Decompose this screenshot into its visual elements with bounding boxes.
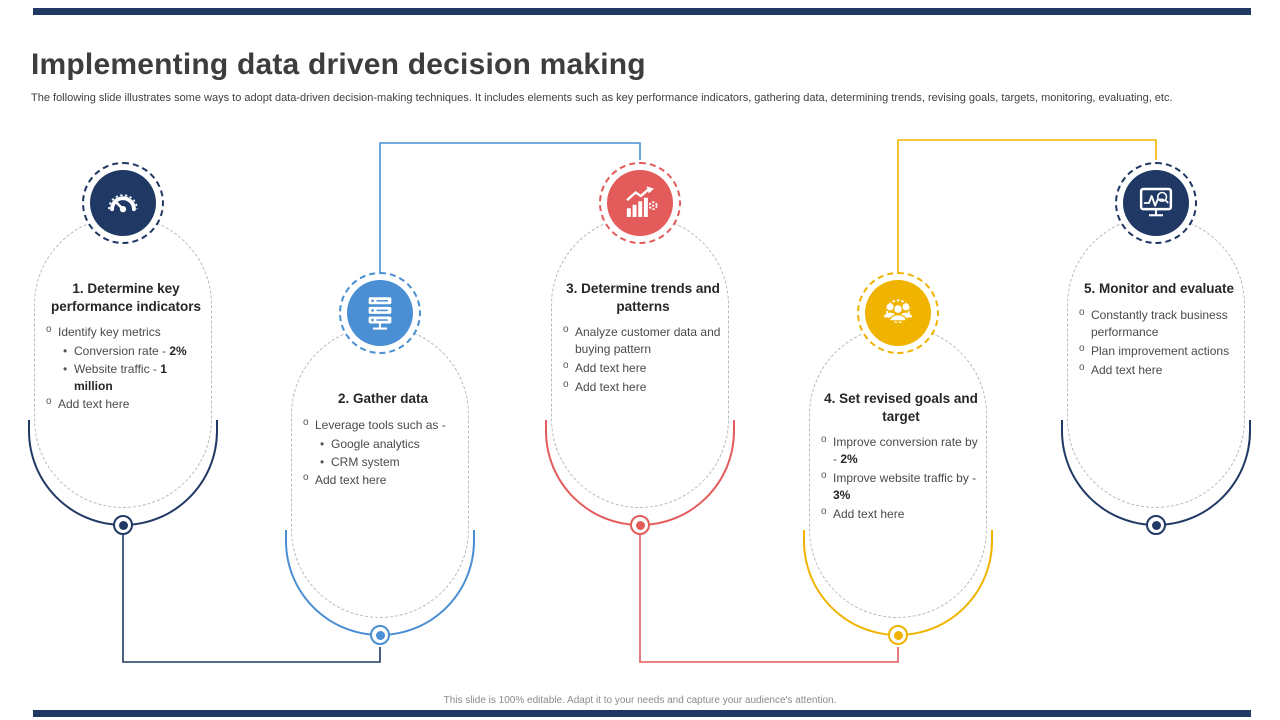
server-icon [347, 280, 413, 346]
bullet-item: Add text here [562, 378, 724, 396]
gauge-icon [90, 170, 156, 236]
bullet-text: CRM system [331, 454, 400, 469]
bullet-text: Improve conversion rate by - [833, 435, 978, 467]
bullet-item: Conversion rate - 2% [62, 343, 207, 360]
bullet-item: Add text here [45, 395, 207, 413]
bullet-item: Leverage tools such as - [302, 416, 464, 434]
bullet-item: Add text here [562, 359, 724, 377]
card-title: 1. Determine key performance indicators [50, 281, 202, 314]
timeline-node-dot [630, 515, 650, 535]
bullet-item: Identify key metrics [45, 323, 207, 341]
bullet-item: Website traffic - 1 million [62, 361, 207, 395]
bullet-bold-value: 1 million [74, 362, 167, 394]
card-bottom-arc [28, 420, 218, 526]
card-bottom-arc [1061, 420, 1251, 526]
bullet-list: Analyze customer data and buying pattern… [562, 323, 724, 396]
bullet-item: Improve conversion rate by - 2% [820, 433, 982, 468]
bullet-text: Analyze customer data and buying pattern [575, 325, 721, 357]
timeline-node-dot [888, 625, 908, 645]
card-monitor-evaluate: 5. Monitor and evaluate Constantly track… [1061, 162, 1251, 582]
monitor-icon [1123, 170, 1189, 236]
card-icon-badge [339, 272, 421, 354]
bullet-text: Conversion rate - [74, 344, 170, 359]
card-set-revised-goals: 4. Set revised goals and target Improve … [803, 272, 993, 692]
card-determine-trends: 3. Determine trends and patterns Analyze… [545, 162, 735, 582]
card-gather-data: 2. Gather data Leverage tools such as - … [285, 272, 475, 692]
card-bottom-arc [803, 530, 993, 636]
bullet-item: Google analytics [319, 436, 464, 453]
card-title: 4. Set revised goals and target [824, 391, 978, 424]
bullet-bold-value: 3% [833, 488, 851, 503]
slide-subtitle: The following slide illustrates some way… [31, 92, 1173, 104]
timeline-node-dot [370, 625, 390, 645]
bullet-item: Add text here [1078, 361, 1240, 379]
bullet-text: Improve website traffic by - [833, 471, 977, 486]
bullet-list: Leverage tools such as - Google analytic… [302, 416, 464, 489]
card-icon-badge [1115, 162, 1197, 244]
card-content: 3. Determine trends and patterns Analyze… [562, 280, 724, 398]
bullet-item: Improve website traffic by - 3% [820, 469, 982, 504]
card-bottom-arc [545, 420, 735, 526]
bullet-list: Identify key metrics Conversion rate - 2… [45, 323, 207, 413]
card-bottom-arc [285, 530, 475, 636]
timeline-node-dot [113, 515, 133, 535]
bottom-accent-bar [33, 710, 1251, 717]
card-title: 3. Determine trends and patterns [566, 281, 720, 314]
bullet-list: Improve conversion rate by - 2% Improve … [820, 433, 982, 523]
page-title: Implementing data driven decision making [31, 48, 646, 82]
bullet-text: Add text here [58, 397, 130, 412]
card-content: 5. Monitor and evaluate Constantly track… [1078, 280, 1240, 381]
bullet-text: Plan improvement actions [1091, 343, 1230, 358]
bullet-text: Google analytics [331, 436, 420, 451]
bullet-text: Add text here [575, 361, 647, 376]
team-icon [865, 280, 931, 346]
bullet-text: Add text here [1091, 362, 1163, 377]
bullet-bold-value: 2% [840, 452, 858, 467]
card-determine-kpi: 1. Determine key performance indicators … [28, 162, 218, 582]
bullet-text: Identify key metrics [58, 325, 161, 340]
bullet-text: Add text here [575, 380, 647, 395]
bullet-item: Add text here [302, 471, 464, 489]
bullet-text: Leverage tools such as - [315, 417, 446, 432]
top-accent-bar [33, 8, 1251, 15]
timeline-node-dot [1146, 515, 1166, 535]
bullet-item: Add text here [820, 505, 982, 523]
growth-chart-icon [607, 170, 673, 236]
card-title: 5. Monitor and evaluate [1083, 281, 1235, 296]
bullet-text: Website traffic - [74, 362, 161, 377]
bullet-text: Constantly track business performance [1091, 307, 1228, 339]
card-content: 4. Set revised goals and target Improve … [820, 390, 982, 525]
footer-note: This slide is 100% editable. Adapt it to… [443, 695, 837, 706]
bullet-item: CRM system [319, 454, 464, 471]
bullet-text: Add text here [833, 507, 905, 522]
card-content: 1. Determine key performance indicators … [45, 280, 207, 415]
card-icon-badge [857, 272, 939, 354]
card-icon-badge [599, 162, 681, 244]
card-content: 2. Gather data Leverage tools such as - … [302, 390, 464, 491]
bullet-list: Constantly track business performance Pl… [1078, 306, 1240, 379]
bullet-item: Plan improvement actions [1078, 342, 1240, 360]
card-title: 2. Gather data [337, 391, 429, 406]
bullet-item: Constantly track business performance [1078, 306, 1240, 341]
bullet-item: Analyze customer data and buying pattern [562, 323, 724, 358]
card-icon-badge [82, 162, 164, 244]
bullet-bold-value: 2% [169, 344, 187, 359]
bullet-text: Add text here [315, 472, 387, 487]
